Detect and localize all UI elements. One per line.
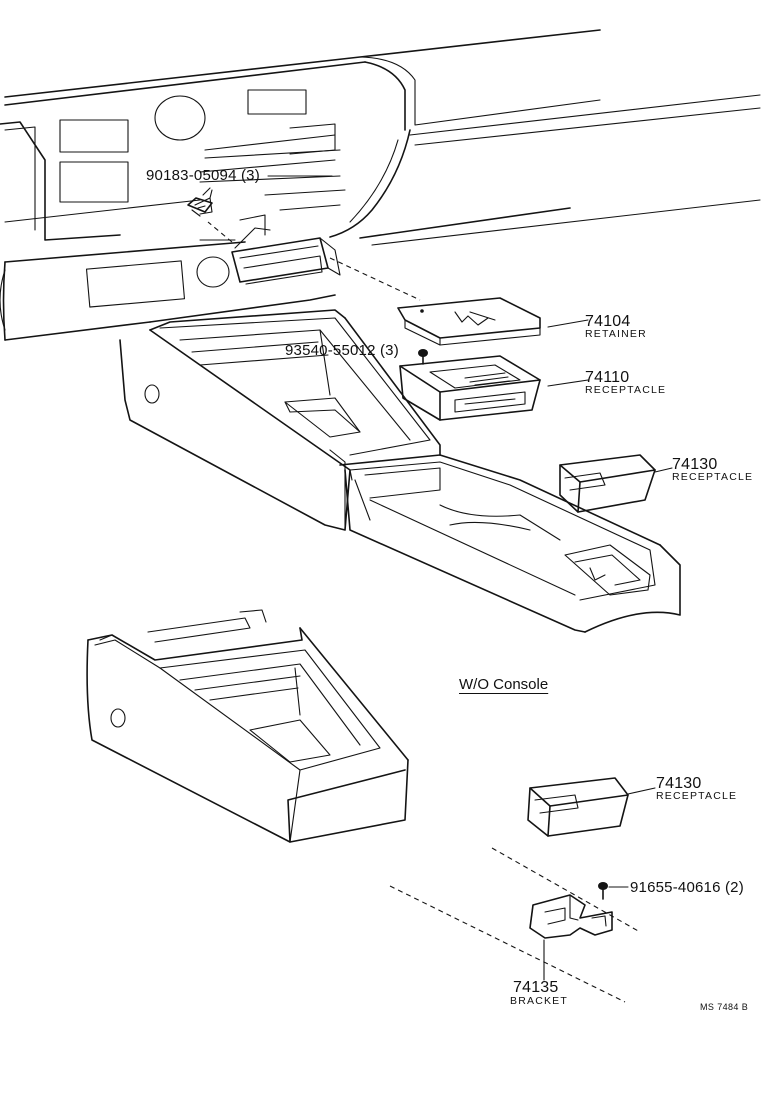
part-number-90183: 90183-05094 (3) (146, 167, 260, 184)
part-name-receptacle-74110: RECEPTACLE (585, 384, 667, 396)
part-name-bracket: BRACKET (510, 995, 568, 1007)
instrument-panel-drawing (0, 29, 761, 341)
bolt-90183-drawing (187, 197, 213, 217)
part-number-91655: 91655-40616 (2) (630, 879, 744, 896)
part-name-receptacle-74130-console: RECEPTACLE (672, 471, 754, 483)
part-number-74135: 74135 (513, 979, 559, 996)
part-number-74110: 74110 (585, 369, 630, 386)
part-number-74130-console: 74130 (672, 456, 718, 473)
receptacle-74130-console-drawing (559, 454, 656, 513)
part-name-receptacle-74130-wo: RECEPTACLE (656, 790, 738, 802)
receptacle-74110-drawing (399, 355, 541, 421)
console-body-wo-drawing (86, 609, 409, 843)
center-console-drawing (119, 309, 681, 633)
drawing-code: MS 7484 B (700, 1002, 749, 1012)
screw-93540-drawing (418, 349, 428, 365)
retainer-74104-drawing (397, 297, 541, 346)
part-number-74130-wo: 74130 (656, 775, 702, 792)
part-name-retainer: RETAINER (585, 328, 647, 340)
wo-console-caption: W/O Console (459, 676, 549, 693)
part-number-93540: 93540-55012 (3) (285, 342, 399, 359)
part-number-74104: 74104 (585, 313, 631, 330)
receptacle-74130-wo-drawing (527, 777, 629, 837)
bracket-74135-drawing (529, 894, 613, 939)
screw-91655-drawing (598, 882, 608, 900)
